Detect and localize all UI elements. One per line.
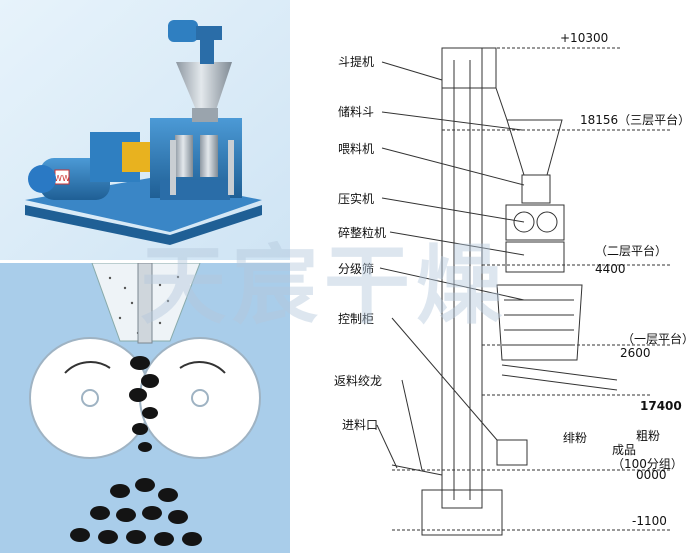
label-storage-hopper: 储料斗 (338, 105, 375, 119)
roller-compactor-illustration: WW (0, 0, 290, 260)
elev-17400: 17400 (640, 399, 682, 413)
process-diagram (292, 0, 700, 553)
feeder-shape (521, 174, 551, 204)
label-group: （100分组） (612, 457, 683, 471)
top-motor (168, 20, 198, 42)
label-control-cabinet: 控制柜 (338, 312, 375, 326)
hopper-shape (506, 119, 563, 176)
label-finished-product: 成品 (612, 443, 637, 457)
right-roller (139, 337, 261, 459)
label-crusher-granulator: 碎整粒机 (338, 226, 387, 240)
label-feeder: 喂料机 (338, 142, 375, 156)
elev-top: +10300 (560, 31, 609, 45)
machine-photo: WW (0, 0, 290, 260)
discharge-conveyor (501, 364, 618, 381)
elev-first-platform-label: （一层平台） (622, 332, 695, 346)
label-bucket-elevator: 斗提机 (338, 55, 375, 69)
watermark-text: 天宸干燥 (140, 236, 508, 336)
label-classifying-screen: 分级筛 (338, 262, 375, 276)
label-inlet: 进料口 (342, 418, 379, 432)
label-fine-powder: 绯粉 (563, 431, 588, 445)
compactor-shape (505, 204, 565, 241)
control-cabinet-shape (496, 439, 528, 466)
roller-principle-illustration (0, 263, 290, 553)
process-drawing (376, 47, 672, 536)
elev-ground: 0000 (636, 468, 667, 482)
screen-shape (496, 284, 583, 361)
right-rotation-arrow (179, 361, 226, 374)
pellets-pile (70, 478, 202, 546)
elev-second-platform-label: （二层平台） (595, 244, 668, 258)
pellets-nip (129, 356, 159, 452)
left-rotation-arrow (64, 361, 111, 374)
roller-diagram (0, 263, 290, 553)
feed-hopper (176, 62, 232, 110)
label-coarse-powder: 粗粉 (636, 429, 661, 443)
elev-second-platform-value: 4400 (595, 262, 626, 276)
elev-first-platform-value: 2600 (620, 346, 651, 360)
granulator-shape (505, 241, 565, 273)
pit-shape (421, 489, 503, 536)
label-return-screw: 返料绞龙 (334, 374, 383, 388)
label-compactor: 压实机 (338, 192, 375, 206)
base-frame (25, 205, 262, 245)
return-screw-shape (391, 464, 443, 476)
nameplate-text: WW (54, 174, 70, 183)
elev-third-platform: 18156（三层平台） (580, 113, 691, 127)
feed-screw (137, 263, 153, 344)
elev-pit: -1100 (632, 514, 667, 528)
